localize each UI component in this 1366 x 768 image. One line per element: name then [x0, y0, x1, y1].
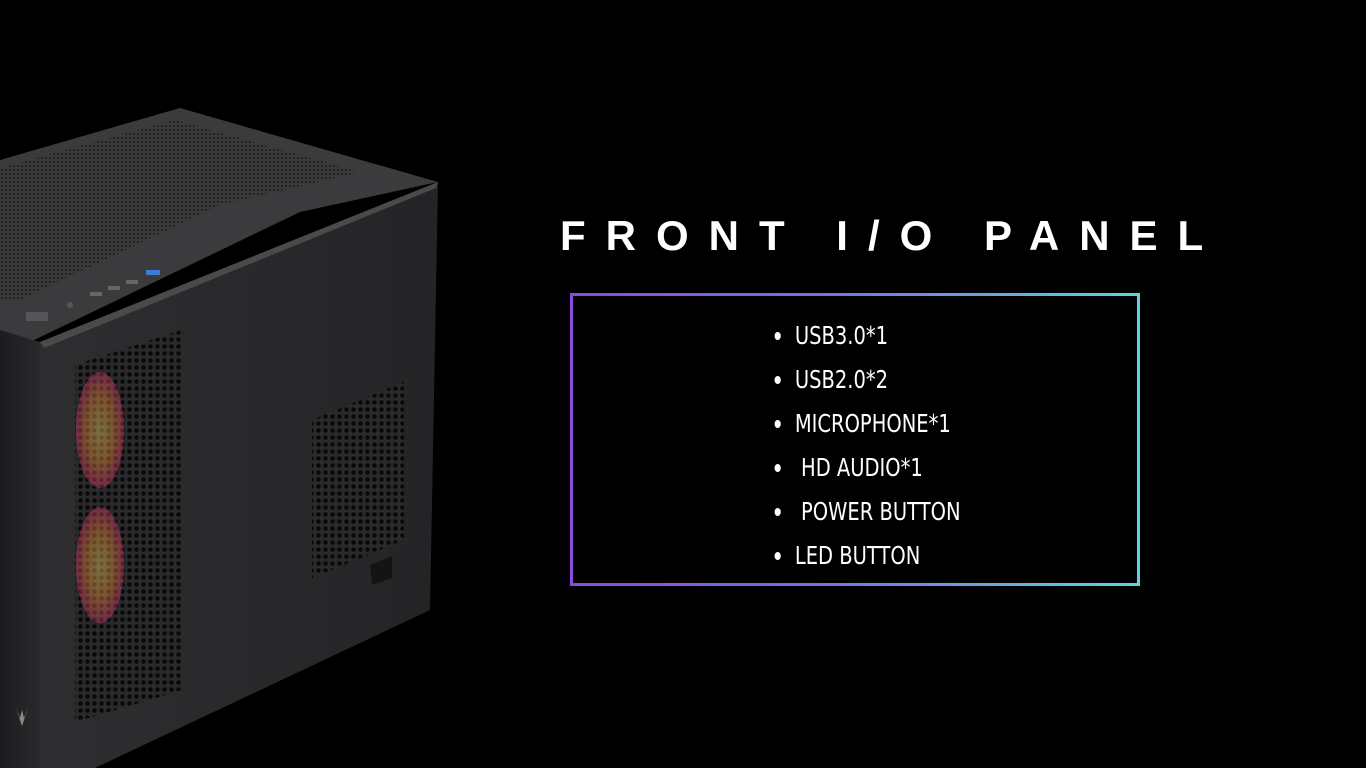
- spec-text: HD AUDIO*1: [794, 453, 923, 482]
- bullet-icon: [774, 464, 781, 472]
- spec-text: USB2.0*2: [794, 365, 889, 394]
- spec-text: POWER BUTTON: [794, 497, 961, 526]
- spec-text: LED BUTTON: [794, 541, 921, 570]
- list-item: POWER BUTTON: [773, 490, 1213, 534]
- rear-mesh-vent: [312, 382, 404, 578]
- case-top-mesh: [0, 120, 360, 300]
- list-item: USB3.0*1: [773, 314, 1213, 358]
- spec-text: MICROPHONE*1: [794, 409, 951, 438]
- io-ports-icon: [26, 312, 48, 321]
- bullet-icon: [774, 420, 781, 428]
- list-item: USB2.0*2: [773, 358, 1213, 402]
- list-item: LED BUTTON: [773, 534, 1213, 578]
- bullet-icon: [774, 508, 781, 516]
- io-specs-box: USB3.0*1 USB2.0*2 MICROPHONE*1 HD AUDIO*…: [570, 293, 1140, 586]
- list-item: HD AUDIO*1: [773, 446, 1213, 490]
- bullet-icon: [774, 332, 781, 340]
- bullet-icon: [774, 376, 781, 384]
- spec-text: USB3.0*1: [794, 321, 889, 350]
- bullet-icon: [774, 552, 781, 560]
- pc-case-image: [0, 108, 438, 768]
- page-title: FRONT I/O PANEL: [560, 212, 1224, 259]
- list-item: MICROPHONE*1: [773, 402, 1213, 446]
- io-specs-list: USB3.0*1 USB2.0*2 MICROPHONE*1 HD AUDIO*…: [773, 314, 1337, 578]
- case-front-panel: [0, 330, 40, 768]
- brand-logo-icon: [16, 708, 28, 726]
